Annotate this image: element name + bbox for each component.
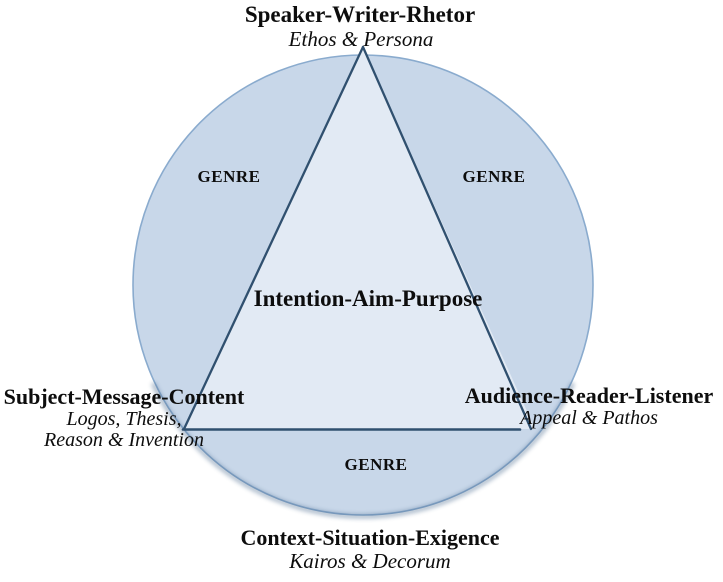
right-vertex-label-block: Audience-Reader-Listener Appeal & Pathos [465,384,713,429]
top-vertex-sublabel: Ethos & Persona [288,27,434,51]
triangle-left-edge [182,45,365,431]
left-vertex-sublabel-line2: Reason & Invention [44,429,204,452]
bottom-vertex-label: Context-Situation-Exigence [240,525,500,550]
triangle-right-edge [361,45,533,431]
right-vertex-label: Audience-Reader-Listener [464,383,714,408]
genre-label-lower: GENRE [344,455,408,474]
genre-label-upper-right: GENRE [462,167,526,186]
left-vertex-label: Subject-Message-Content [3,384,245,409]
bottom-vertex-sublabel: Kairos & Decorum [289,548,451,573]
left-vertex-sublabel-line1: Logos, Thesis, [66,407,182,430]
genre-label-upper-left: GENRE [197,167,261,186]
right-vertex-sublabel: Appeal & Pathos [520,406,658,429]
top-vertex-label: Speaker-Writer-Rhetor [244,2,476,27]
triangle-shape [184,47,535,429]
left-vertex-label-block: Subject-Message-Content Logos, Thesis, R… [4,385,245,452]
bottom-vertex-label-block: Context-Situation-Exigence Kairos & Deco… [240,526,499,572]
center-label: Intention-Aim-Purpose [253,286,483,311]
circle-bottom-shadow [150,382,576,519]
